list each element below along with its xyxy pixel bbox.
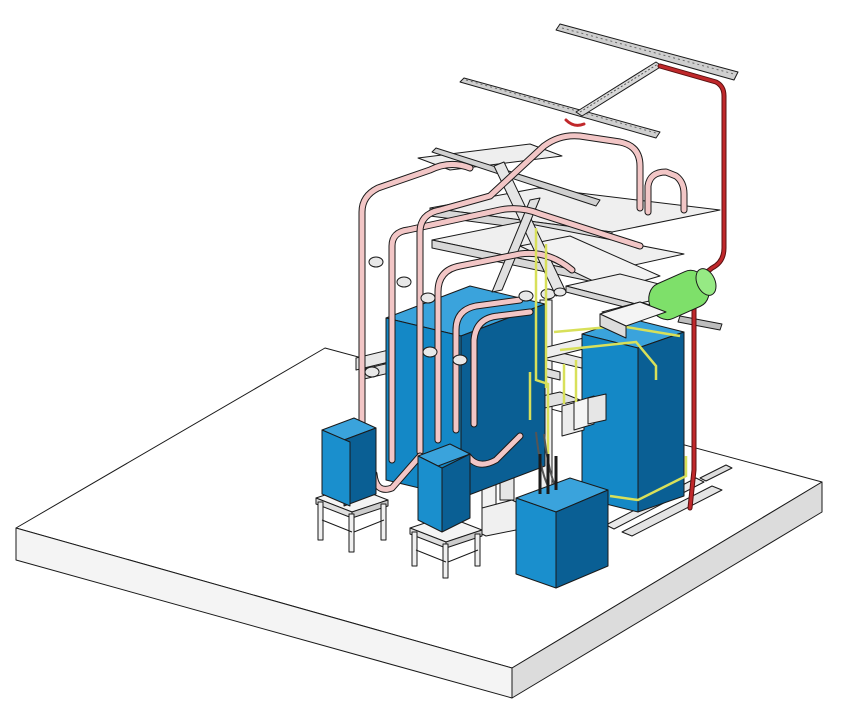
ceiling-rail	[459, 77, 661, 139]
ceiling-rail	[431, 147, 601, 207]
hanger-brace	[491, 197, 541, 293]
cabinet-front-left	[321, 417, 377, 507]
ceiling-rail	[555, 23, 739, 81]
stand-leg	[380, 503, 387, 541]
pipe	[389, 206, 643, 463]
pipe	[645, 169, 687, 215]
stand-leg	[411, 531, 418, 567]
ceiling-rail-hatch	[579, 63, 659, 113]
pipe	[359, 162, 473, 473]
tank-cap	[695, 268, 717, 296]
switch-panel	[587, 393, 607, 425]
green-tank	[599, 268, 717, 339]
pipe-bracket	[420, 292, 436, 304]
red-pipe	[564, 118, 586, 127]
cabinet-face-left	[417, 455, 443, 533]
pipe-bracket	[540, 288, 556, 300]
pipe	[471, 309, 533, 427]
pipe-bracket	[553, 287, 567, 297]
stand-leg	[348, 513, 355, 553]
cable-gland	[538, 454, 558, 494]
pipe-bracket	[396, 276, 412, 288]
ceiling-rail	[677, 315, 723, 331]
pipe	[417, 133, 643, 455]
cabinet-face	[321, 429, 351, 507]
cabinet-face-right	[441, 453, 471, 533]
cabinet-face-right	[555, 489, 609, 589]
pipe-bracket	[452, 354, 468, 366]
cable	[609, 456, 688, 502]
cable	[534, 228, 550, 456]
cabinet-front-large	[515, 477, 609, 589]
tank-support	[599, 313, 627, 339]
cabinet-front-middle	[417, 443, 471, 533]
stand-rail	[353, 519, 385, 533]
pipe-bracket	[422, 346, 438, 358]
cabinet-face-left	[515, 497, 557, 589]
pipe-bracket	[364, 366, 380, 378]
stand-rail	[447, 549, 479, 563]
pipe-brackets	[364, 256, 567, 378]
ceiling-rail	[575, 61, 663, 117]
pipe-bracket	[518, 290, 534, 302]
floor-trench	[621, 485, 723, 537]
cable	[559, 340, 658, 380]
stand-rail	[321, 519, 353, 533]
stand-rail	[415, 549, 447, 563]
pipe-bracket	[368, 256, 384, 268]
stand-leg	[317, 501, 324, 541]
ceiling-rails	[431, 23, 739, 331]
cabinet-face-right	[637, 331, 685, 513]
slab-right-side	[511, 481, 823, 699]
pipe-conduits	[358, 132, 688, 493]
switch-panels	[481, 393, 607, 537]
pipe	[435, 250, 575, 443]
floor-trench-slot	[699, 464, 733, 482]
pipe	[453, 297, 523, 433]
